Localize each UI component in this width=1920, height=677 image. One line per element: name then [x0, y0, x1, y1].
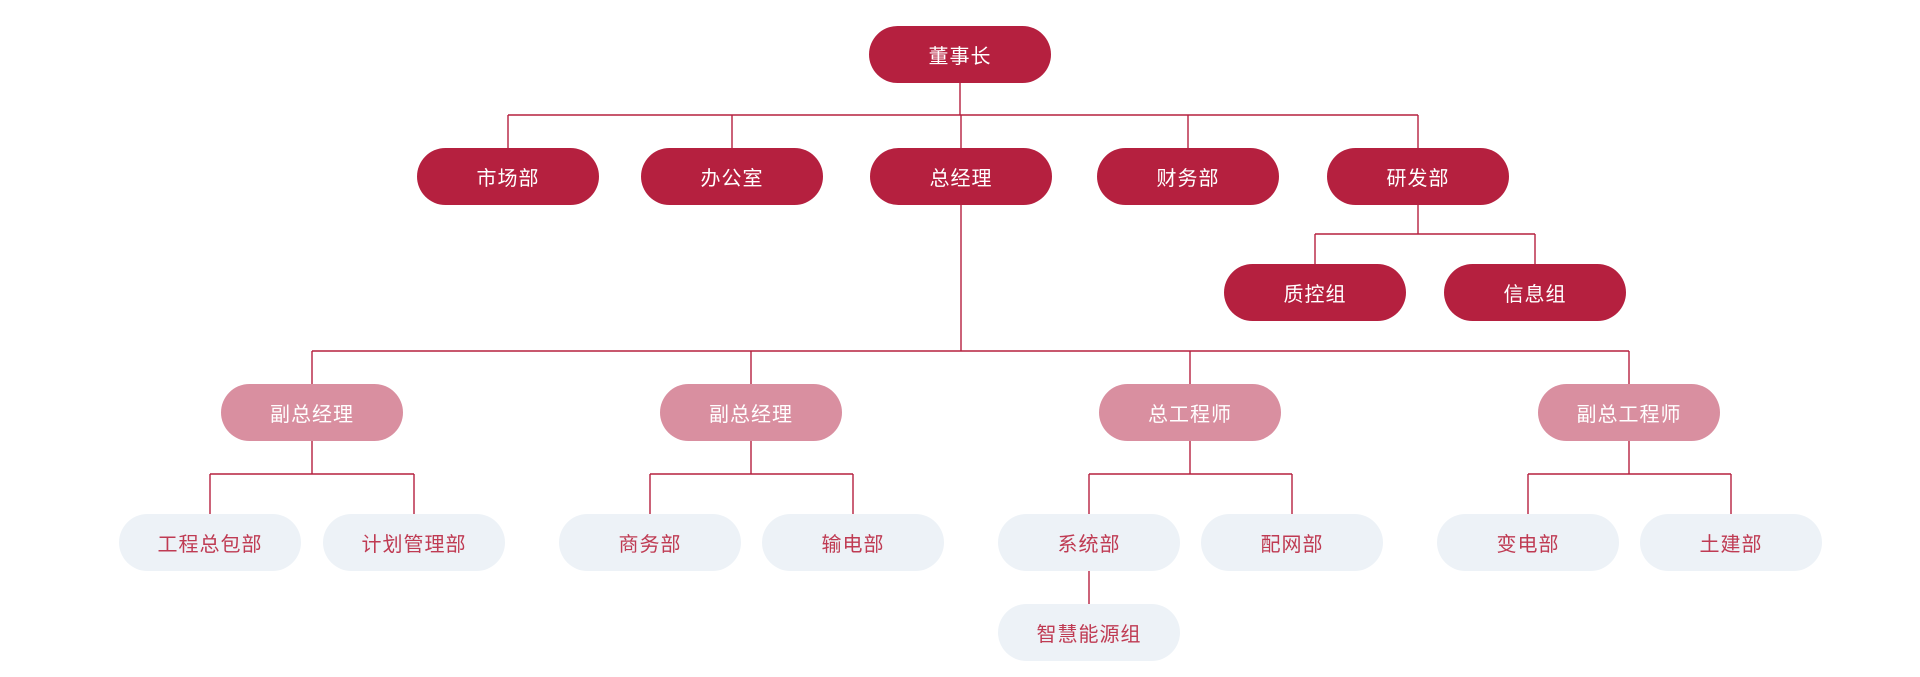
- org-node-finance[interactable]: 财务部: [1097, 148, 1279, 205]
- org-node-smart-energy[interactable]: 智慧能源组: [998, 604, 1180, 661]
- org-node-rnd[interactable]: 研发部: [1327, 148, 1509, 205]
- org-node-substation[interactable]: 变电部: [1437, 514, 1619, 571]
- org-node-epc[interactable]: 工程总包部: [119, 514, 301, 571]
- org-node-info-group[interactable]: 信息组: [1444, 264, 1626, 321]
- org-node-chief-engineer[interactable]: 总工程师: [1099, 384, 1281, 441]
- org-node-deputy-gm-1[interactable]: 副总经理: [221, 384, 403, 441]
- org-node-office[interactable]: 办公室: [641, 148, 823, 205]
- org-node-civil[interactable]: 土建部: [1640, 514, 1822, 571]
- org-node-chairman[interactable]: 董事长: [869, 26, 1051, 83]
- org-node-transmission[interactable]: 输电部: [762, 514, 944, 571]
- org-node-deputy-gm-2[interactable]: 副总经理: [660, 384, 842, 441]
- org-node-commerce[interactable]: 商务部: [559, 514, 741, 571]
- org-node-distribution[interactable]: 配网部: [1201, 514, 1383, 571]
- org-node-system[interactable]: 系统部: [998, 514, 1180, 571]
- org-node-qc-group[interactable]: 质控组: [1224, 264, 1406, 321]
- org-node-general-manager[interactable]: 总经理: [870, 148, 1052, 205]
- org-node-planning[interactable]: 计划管理部: [323, 514, 505, 571]
- org-node-deputy-chief-engineer[interactable]: 副总工程师: [1538, 384, 1720, 441]
- org-node-marketing[interactable]: 市场部: [417, 148, 599, 205]
